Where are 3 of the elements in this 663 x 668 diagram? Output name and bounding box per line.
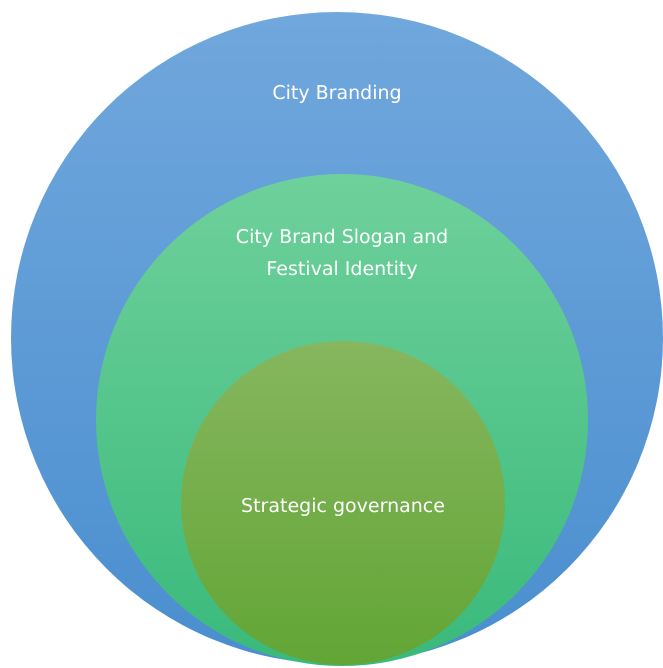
circle-label: City Brand Slogan and Festival Identity — [234, 225, 450, 282]
circle-label: Strategic governance — [240, 494, 446, 519]
circle-label: City Branding — [271, 81, 403, 106]
